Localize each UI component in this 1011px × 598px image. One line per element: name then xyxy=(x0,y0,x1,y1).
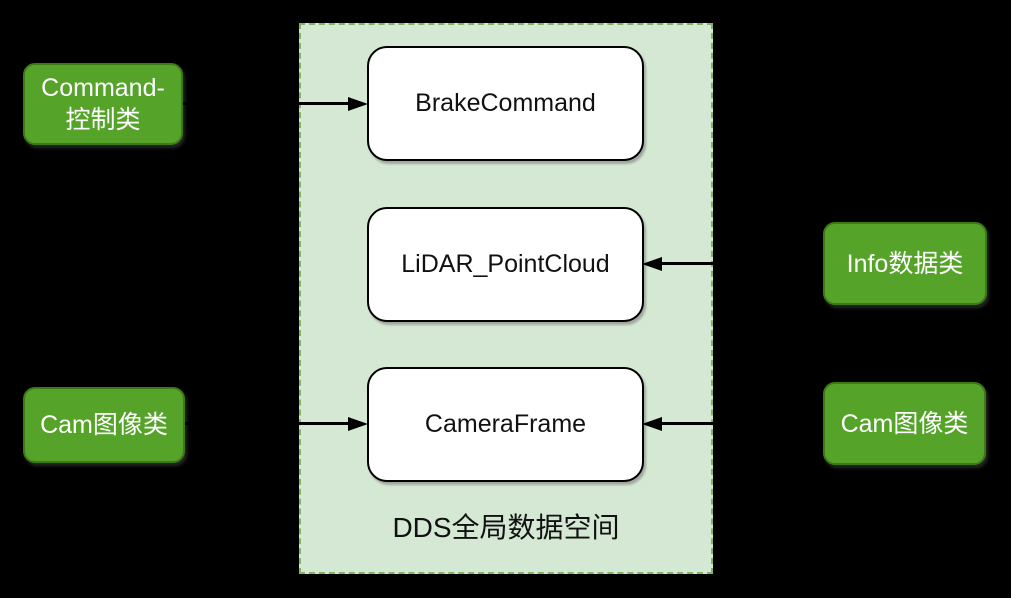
topic-box-brakecommand: BrakeCommand xyxy=(367,46,644,161)
topic-label-brakecommand: BrakeCommand xyxy=(415,89,596,117)
badge-command-control-class: Command- 控制类 xyxy=(23,63,183,145)
badge-info-data-class: Info数据类 xyxy=(823,222,987,305)
arrow-info-to-lidar-pointcloud-icon xyxy=(661,262,823,265)
badge-label-command-control-class: Command- 控制类 xyxy=(41,74,165,134)
badge-label-cam-image-class-right: Cam图像类 xyxy=(840,409,969,438)
topic-label-lidar-pointcloud: LiDAR_PointCloud xyxy=(401,250,610,278)
arrow-camright-to-cameraframe-icon xyxy=(661,422,823,425)
topic-box-cameraframe: CameraFrame xyxy=(367,367,644,482)
badge-label-cam-image-class-left: Cam图像类 xyxy=(40,411,168,439)
badge-cam-image-class-right: Cam图像类 xyxy=(823,382,986,465)
badge-label-info-data-class: Info数据类 xyxy=(846,249,964,278)
topic-label-cameraframe: CameraFrame xyxy=(424,410,587,438)
arrow-command-to-brakecommand-icon xyxy=(183,102,349,105)
topic-box-lidar-pointcloud: LiDAR_PointCloud xyxy=(367,207,644,322)
arrow-camleft-to-cameraframe-icon xyxy=(185,422,349,425)
dds-data-space-label: DDS全局数据空间 xyxy=(392,512,620,543)
badge-cam-image-class-left: Cam图像类 xyxy=(23,387,185,463)
